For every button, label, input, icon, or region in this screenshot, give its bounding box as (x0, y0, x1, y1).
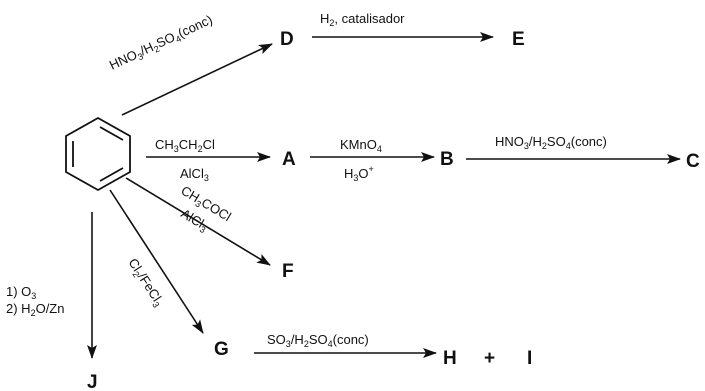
arrow-benzene-to-D (121, 43, 273, 116)
arrow-benzene-to-F (125, 177, 271, 266)
compound-F: F (282, 261, 294, 282)
compound-I: I (527, 348, 532, 369)
reagent-ethyl-chloride: CH3CH2Cl (155, 137, 215, 154)
compound-D: D (280, 29, 294, 50)
reagent-ozonolysis-2: 2) H2O/Zn (6, 301, 64, 318)
reagent-ozonolysis-1: 1) O3 (6, 284, 36, 301)
reagent-kmno4: KMnO4 (340, 137, 382, 154)
reagent-sulfonation: SO3/H2SO4(conc) (267, 332, 369, 349)
compound-B: B (440, 149, 454, 170)
reagent-h3o: H3O+ (344, 164, 374, 183)
compound-G: G (214, 339, 229, 360)
compound-J: J (87, 372, 98, 391)
compound-E: E (512, 29, 525, 50)
benzene-ring (65, 116, 131, 192)
compound-A: A (282, 149, 296, 170)
compound-C: C (686, 151, 700, 172)
plus-sign: + (484, 348, 495, 369)
reagent-nitration-to-D: HNO3/H2SO4(conc) (107, 12, 216, 75)
compound-H: H (443, 348, 457, 369)
reagent-alcl3-A: AlCl3 (180, 166, 209, 183)
reagent-nitration-to-C: HNO3/H2SO4(conc) (495, 134, 607, 151)
arrow-benzene-to-G (109, 189, 204, 334)
reagent-chlorination: Cl2/FeCl3 (124, 255, 167, 309)
reagent-hydrogenation: H2, catalisador (320, 11, 405, 28)
